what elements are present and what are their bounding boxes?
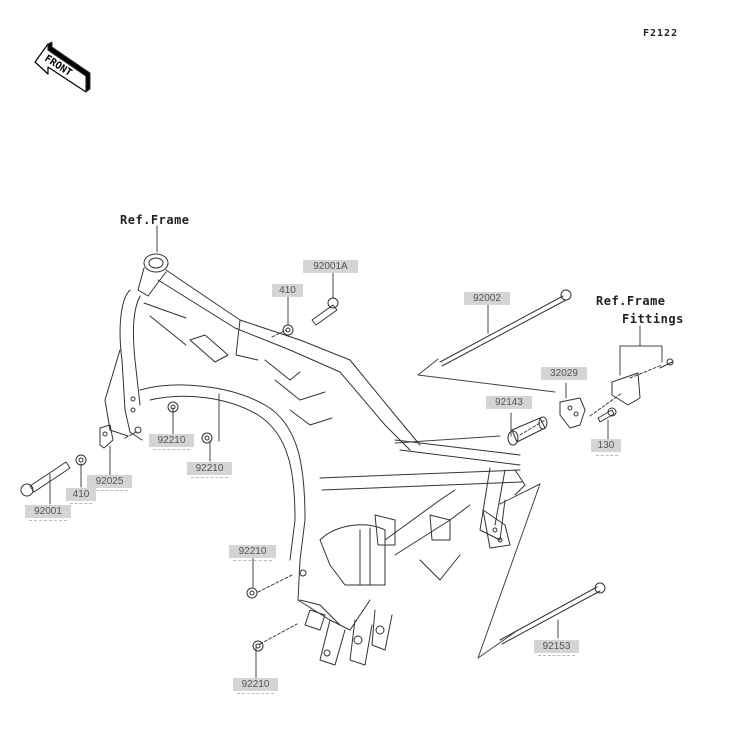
bolt-92001a-icon xyxy=(311,297,339,326)
bolt-92153-icon xyxy=(499,582,606,645)
nut-410-top-icon xyxy=(282,324,294,336)
part-tag-92210-c-underline xyxy=(233,560,272,561)
bolt-92002-icon xyxy=(439,289,572,367)
part-tag-130[interactable]: 130 xyxy=(591,439,621,452)
part-tag-92210-c[interactable]: 92210 xyxy=(229,545,276,558)
part-tag-410-bottom-underline xyxy=(70,503,92,504)
part-tag-92210-b-underline xyxy=(191,477,228,478)
part-tag-410-top[interactable]: 410 xyxy=(272,284,303,297)
part-tag-92025-underline xyxy=(91,490,128,491)
nut-92210-c-icon xyxy=(246,587,258,599)
part-tag-92002[interactable]: 92002 xyxy=(464,292,510,305)
part-tag-32029[interactable]: 32029 xyxy=(541,367,587,380)
part-tag-92210-b[interactable]: 92210 xyxy=(187,462,232,475)
ref-frame-label[interactable]: Ref.Frame xyxy=(120,213,190,227)
part-tag-92001-underline xyxy=(29,520,67,521)
part-tag-92210-d-underline xyxy=(237,693,274,694)
part-tag-92025[interactable]: 92025 xyxy=(87,475,132,488)
figure-id: F2122 xyxy=(643,28,679,39)
frame-drawing xyxy=(104,253,526,666)
front-arrow-icon: FRONT xyxy=(34,41,91,93)
part-tag-92210-a-underline xyxy=(153,449,190,450)
part-tag-130-underline xyxy=(596,455,618,456)
bracket-32029-icon xyxy=(559,397,586,429)
bolt-130-icon xyxy=(597,407,617,423)
part-tag-92153-underline xyxy=(538,655,575,656)
nut-92210-b-icon xyxy=(201,432,213,444)
collar-92143-icon xyxy=(507,416,548,446)
leader-lines xyxy=(49,225,663,679)
plate-92025-icon xyxy=(99,424,114,449)
part-tag-92001a[interactable]: 92001A xyxy=(303,260,358,273)
ref-frame-fittings-label-line1[interactable]: Ref.Frame xyxy=(596,294,666,308)
washer-410-icon xyxy=(75,454,87,466)
nut-92210-d-icon xyxy=(252,640,264,652)
part-tag-92210-d[interactable]: 92210 xyxy=(233,678,278,691)
fittings-bracket-icon xyxy=(611,358,674,406)
ref-frame-fittings-label-line2[interactable]: Fittings xyxy=(622,312,684,326)
part-tag-92001[interactable]: 92001 xyxy=(25,505,71,518)
part-tag-92143[interactable]: 92143 xyxy=(486,396,532,409)
part-tag-92153[interactable]: 92153 xyxy=(534,640,579,653)
part-tag-92210-a[interactable]: 92210 xyxy=(149,434,194,447)
part-tag-410-bottom[interactable]: 410 xyxy=(66,488,96,501)
hardware-parts xyxy=(20,289,674,652)
bolt-92001-icon xyxy=(20,461,71,497)
nut-92210-a-icon xyxy=(167,401,179,413)
